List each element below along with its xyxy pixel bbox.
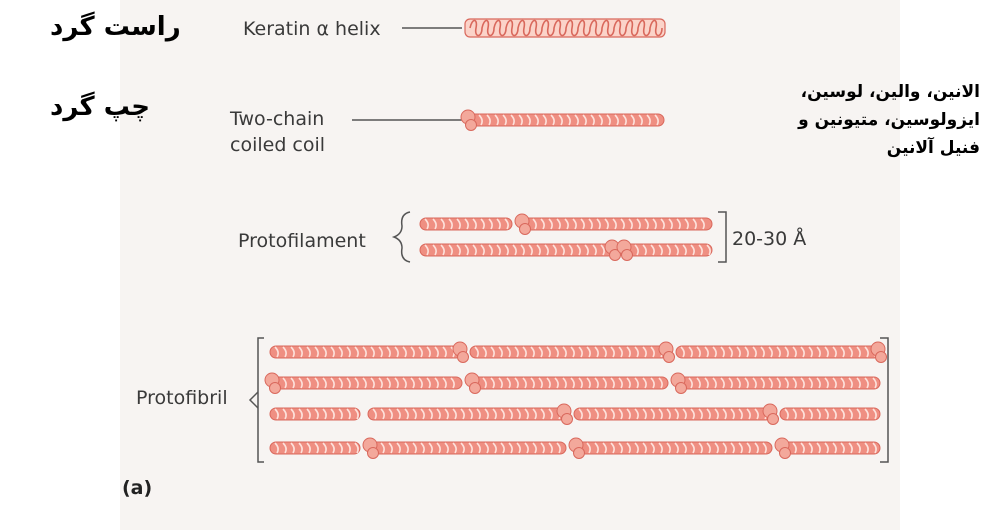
amino-acids-line-3: فنیل آلانین bbox=[886, 138, 980, 158]
protofibril-row-1-segment-2-head-lobe bbox=[663, 351, 675, 363]
protofibril-row-1-segment-2-twist bbox=[474, 346, 663, 358]
protofilament-label: Protofilament bbox=[238, 230, 366, 252]
protofibril-row-3-segment-4 bbox=[779, 407, 881, 421]
protofibril-left-bracket bbox=[257, 337, 264, 463]
protofibril-row-1-segment-1-head-lobe bbox=[457, 351, 469, 363]
protofibril-row-4-segment-1-twist bbox=[274, 442, 359, 454]
protofilament-bottom-long-twist bbox=[424, 244, 613, 256]
protofibril-row-4-segment-4-head-lobe bbox=[779, 447, 791, 459]
protofibril-row-2-segment-2-head-lobe bbox=[469, 382, 481, 394]
alpha-helix-coil bbox=[469, 19, 663, 37]
amino-acids-line-1: الانین، والین، لوسین، bbox=[800, 82, 980, 102]
protofilament-dimension-bracket bbox=[718, 211, 727, 263]
protofibril-row-2-segment-3-head-lobe bbox=[675, 382, 687, 394]
protofibril-label: Protofibril bbox=[136, 387, 228, 409]
panel-tag: (a) bbox=[122, 477, 153, 499]
protofibril-row-1-segment-3-head-lobe bbox=[875, 351, 887, 363]
right-handed-annotation: راست گرد bbox=[50, 12, 181, 42]
protofibril-brace-point bbox=[248, 391, 259, 409]
two-chain-coiled-coil-head-lobe bbox=[465, 119, 477, 131]
protofilament-top-long-head-lobe bbox=[519, 223, 531, 235]
two-chain-label-line-1: Two-chain bbox=[230, 108, 325, 130]
protofibril-row-3-segment-2-twist bbox=[372, 408, 561, 420]
protofilament-bottom-long-head-lobe bbox=[609, 249, 621, 261]
protofibril-row-3-segment-3-twist bbox=[578, 408, 767, 420]
protofibril-row-1-segment-3-twist bbox=[680, 346, 877, 358]
amino-acids-line-2: ایزولوسین، متیونین و bbox=[798, 110, 980, 130]
protofilament-bottom-short-head-lobe bbox=[621, 249, 633, 261]
protofibril-row-1-segment-1-twist bbox=[274, 346, 455, 358]
two-chain-label-line-2: coiled coil bbox=[230, 134, 326, 156]
protofibril-row-3-segment-4-twist bbox=[784, 408, 877, 420]
protofibril-row-3-segment-2-head-lobe bbox=[561, 413, 573, 425]
protofibril-row-3-segment-1-twist bbox=[274, 408, 359, 420]
protofilament-top-short-twist bbox=[424, 218, 509, 230]
keratin-helix-label: Keratin α helix bbox=[243, 18, 381, 40]
protofibril-row-4-segment-2-head-lobe bbox=[367, 447, 379, 459]
protofibril-row-4-segment-3-head-lobe bbox=[573, 447, 585, 459]
protofibril-row-3-segment-3-head-lobe bbox=[767, 413, 779, 425]
protofilament-dimension: 20-30 Å bbox=[732, 228, 807, 250]
protofibril-row-2-segment-1-head-lobe bbox=[269, 382, 281, 394]
protofibril-right-bracket bbox=[880, 337, 889, 463]
amino-acids-note: الانین، والین، لوسین، ایزولوسین، متیونین… bbox=[740, 78, 980, 162]
protofilament-brace bbox=[391, 211, 411, 263]
left-handed-annotation: چپ گرد bbox=[50, 92, 150, 122]
